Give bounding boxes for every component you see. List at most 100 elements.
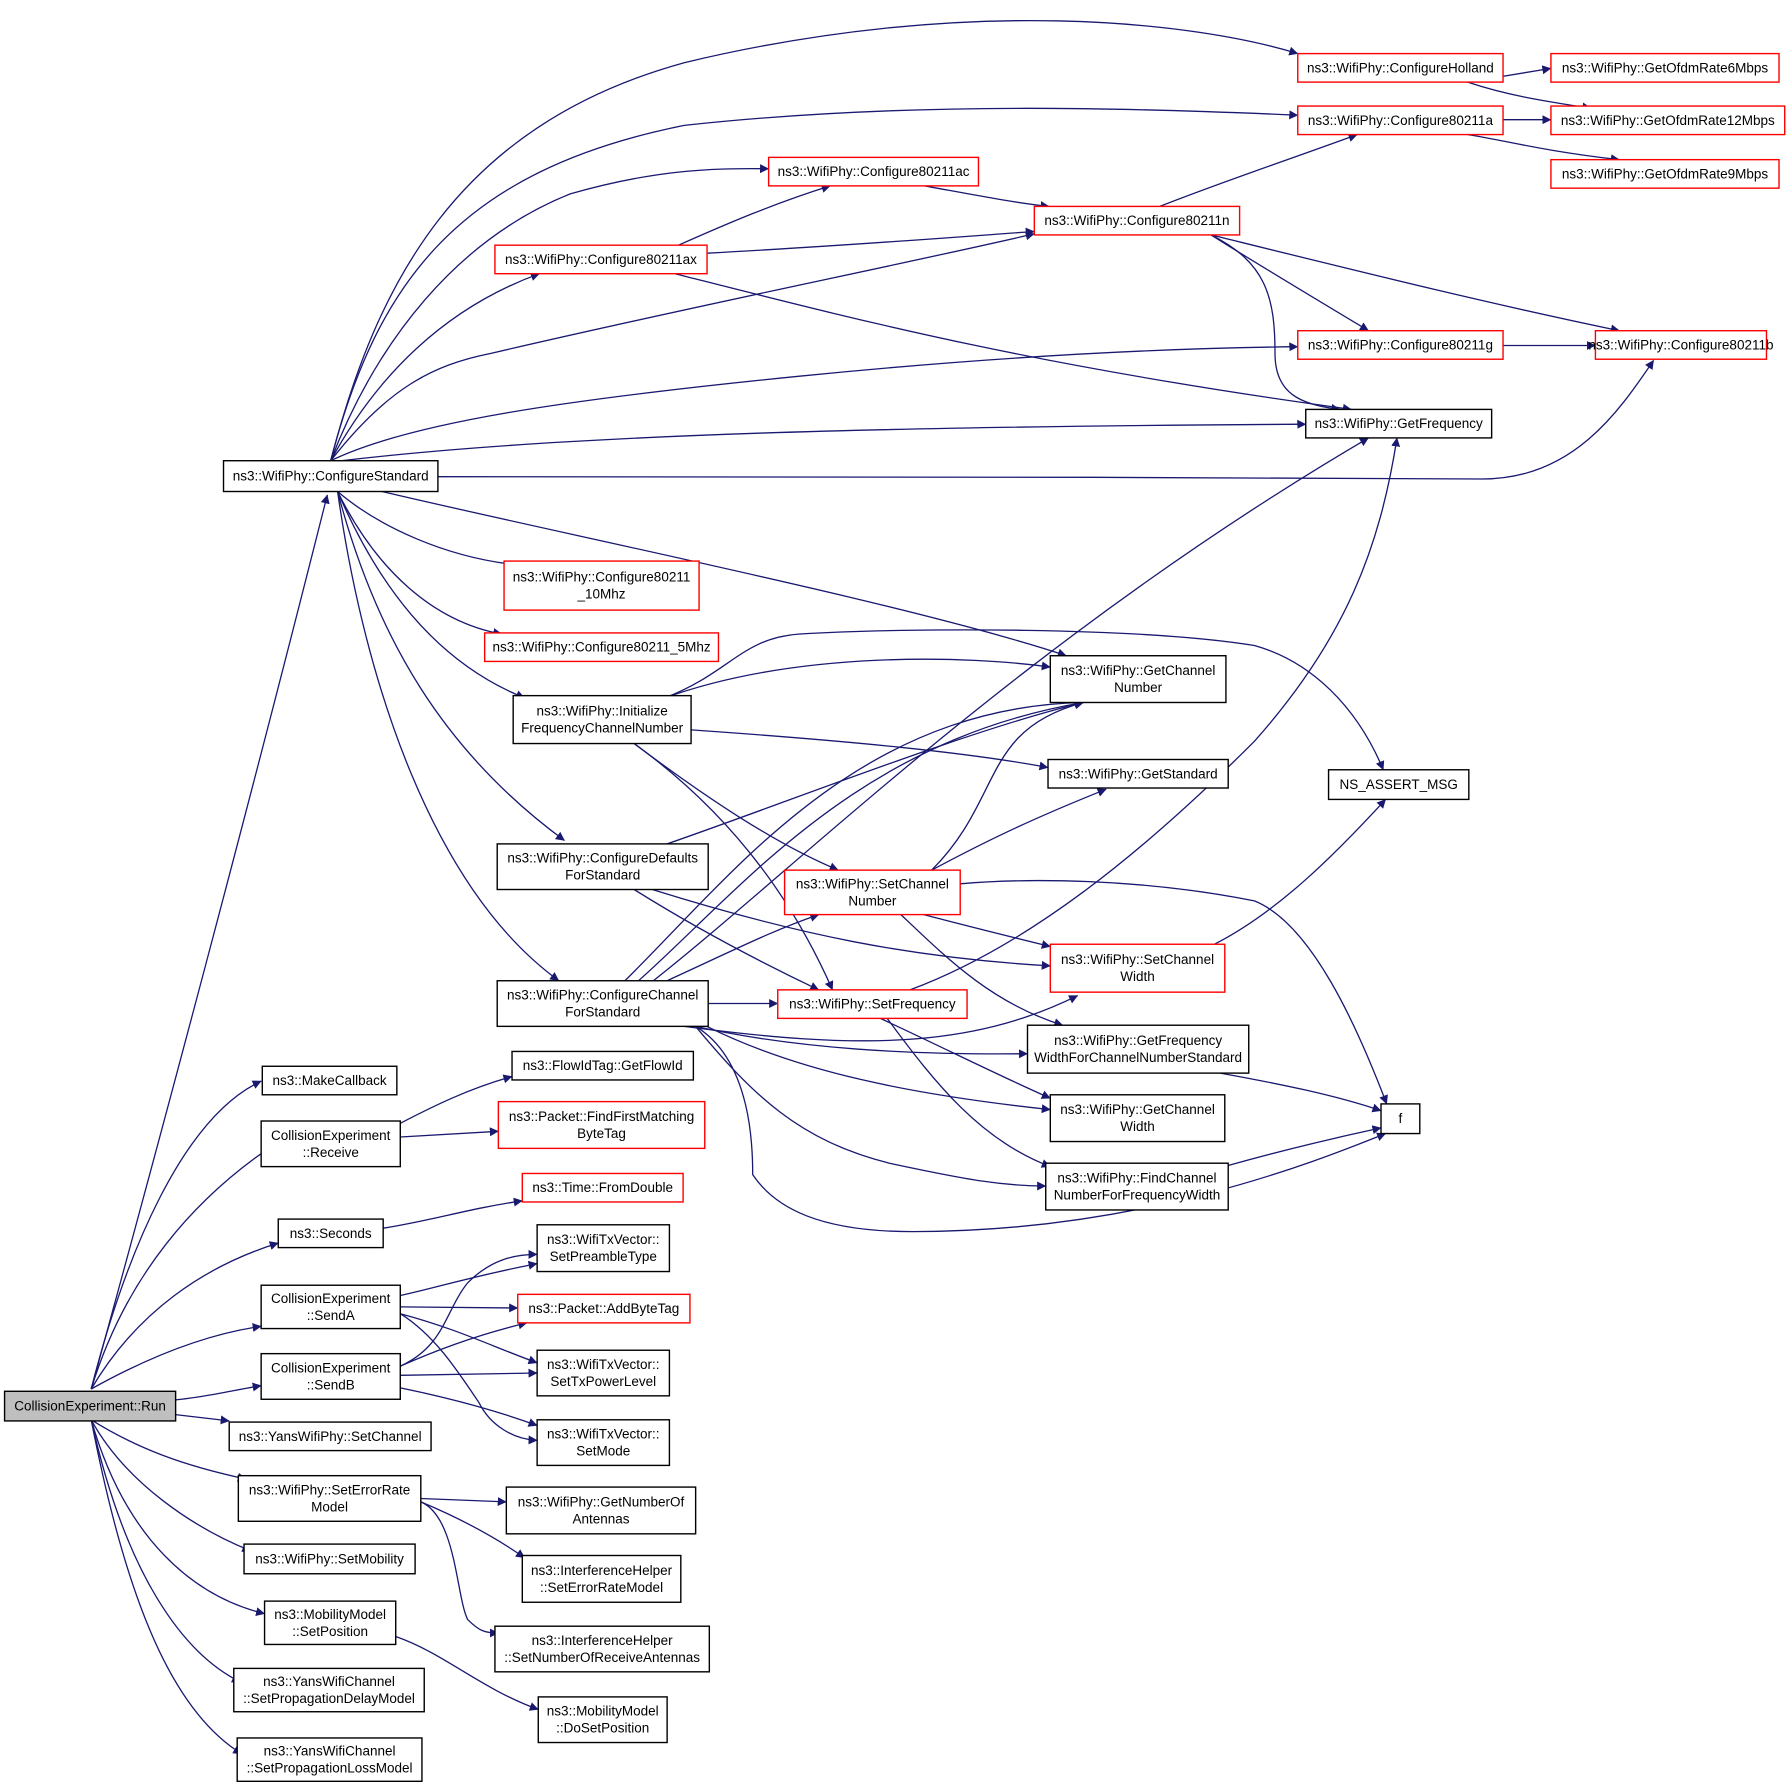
node-label: ::Receive — [303, 1145, 359, 1160]
node-box — [536, 1349, 671, 1397]
call-edge — [652, 437, 1369, 982]
call-edge — [1467, 81, 1592, 112]
node-configure-standard[interactable]: ns3::WifiPhy::ConfigureStandard — [222, 460, 439, 493]
call-edge — [1159, 133, 1358, 208]
call-edge — [666, 913, 820, 982]
node-label: ns3::WifiPhy::Configure80211a — [1308, 113, 1494, 128]
node-box — [537, 1696, 668, 1744]
node-yans-set-channel[interactable]: ns3::YansWifiPhy::SetChannel — [228, 1421, 432, 1452]
call-edge — [923, 913, 1051, 949]
node-get-freq-width[interactable]: ns3::WifiPhy::GetFrequencyWidthForChanne… — [1026, 1024, 1250, 1074]
node-set-mode[interactable]: ns3::WifiTxVector::SetMode — [536, 1419, 671, 1467]
node-cfg5-mhz[interactable]: ns3::WifiPhy::Configure80211_5Mhz — [483, 632, 720, 663]
call-edge — [337, 491, 503, 637]
node-label: ns3::WifiPhy::GetFrequency — [1315, 416, 1483, 431]
nodes: CollisionExperiment::Run ns3::WifiPhy::Co… — [3, 52, 1786, 1782]
node-box — [222, 460, 439, 493]
node-label: f — [1399, 1111, 1403, 1126]
node-add-byte-tag[interactable]: ns3::Packet::AddByteTag — [517, 1293, 691, 1324]
node-find-channel-num[interactable]: ns3::WifiPhy::FindChannelNumberForFreque… — [1045, 1162, 1229, 1211]
node-ih-set-num-rx[interactable]: ns3::InterferenceHelper::SetNumberOfRece… — [494, 1625, 711, 1673]
call-edge — [400, 1074, 513, 1124]
call-edge — [330, 19, 1299, 461]
node-label: ns3::InterferenceHelper — [531, 1563, 673, 1578]
node-set-mobility[interactable]: ns3::WifiPhy::SetMobility — [243, 1543, 416, 1575]
node-box — [1033, 205, 1241, 236]
node-set-error-rate-model[interactable]: ns3::WifiPhy::SetErrorRateModel — [237, 1474, 422, 1522]
node-init-freq-ch[interactable]: ns3::WifiPhy::InitializeFrequencyChannel… — [512, 694, 692, 745]
node-label: ns3::WifiPhy::Configure80211ac — [778, 164, 970, 179]
node-label: ::DoSetPosition — [556, 1721, 649, 1736]
node-label: ns3::WifiPhy::GetOfdmRate9Mbps — [1562, 166, 1769, 181]
node-make-callback[interactable]: ns3::MakeCallback — [261, 1065, 398, 1096]
node-send-a[interactable]: CollisionExperiment::SendA — [260, 1284, 401, 1330]
node-send-b[interactable]: CollisionExperiment::SendB — [260, 1352, 401, 1400]
node-set-frequency[interactable]: ns3::WifiPhy::SetFrequency — [777, 989, 968, 1020]
node-ofdm9[interactable]: ns3::WifiPhy::GetOfdmRate9Mbps — [1550, 158, 1780, 189]
call-edge — [652, 888, 1051, 970]
node-box — [503, 560, 700, 611]
node-set-prop-delay[interactable]: ns3::YansWifiChannel::SetPropagationDela… — [233, 1667, 425, 1713]
node-box — [496, 980, 709, 1028]
node-box — [1594, 330, 1768, 360]
call-edge — [90, 494, 330, 1390]
node-cfg80211ac[interactable]: ns3::WifiPhy::Configure80211ac — [767, 156, 980, 187]
call-edge — [886, 1018, 1051, 1168]
node-cfg-holland[interactable]: ns3::WifiPhy::ConfigureHolland — [1297, 52, 1504, 83]
node-ns-assert[interactable]: NS_ASSERT_MSG — [1327, 769, 1470, 801]
node-flow-id-tag[interactable]: ns3::FlowIdTag::GetFlowId — [511, 1050, 695, 1081]
node-set-tx-power[interactable]: ns3::WifiTxVector::SetTxPowerLevel — [536, 1349, 671, 1397]
node-box — [260, 1352, 401, 1400]
call-edge — [674, 273, 1352, 413]
node-box — [260, 1284, 401, 1330]
node-set-prop-loss[interactable]: ns3::YansWifiChannel::SetPropagationLoss… — [236, 1737, 423, 1782]
call-edge — [90, 1419, 243, 1755]
node-label: ns3::WifiPhy::ConfigureStandard — [233, 469, 429, 484]
node-time-from-double[interactable]: ns3::Time::FromDouble — [521, 1172, 684, 1203]
node-get-standard[interactable]: ns3::WifiPhy::GetStandard — [1047, 758, 1229, 789]
node-box — [767, 156, 980, 187]
node-receive[interactable]: CollisionExperiment::Receive — [260, 1120, 401, 1168]
node-label: CollisionExperiment::Run — [14, 1399, 166, 1414]
node-box — [243, 1543, 416, 1575]
node-seconds[interactable]: ns3::Seconds — [277, 1218, 384, 1249]
node-cfg-defaults[interactable]: ns3::WifiPhy::ConfigureDefaultsForStanda… — [496, 843, 709, 891]
node-mob-set-position[interactable]: ns3::MobilityModel::SetPosition — [263, 1600, 397, 1646]
node-cfg80211ax[interactable]: ns3::WifiPhy::Configure80211ax — [494, 244, 708, 275]
node-label: ns3::WifiPhy::ConfigureDefaults — [507, 851, 698, 866]
node-box — [1380, 1103, 1421, 1135]
node-box — [1049, 655, 1227, 704]
node-ofdm6[interactable]: ns3::WifiPhy::GetOfdmRate6Mbps — [1550, 52, 1780, 83]
node-mob-do-set-position[interactable]: ns3::MobilityModel::DoSetPosition — [537, 1696, 668, 1744]
node-run[interactable]: CollisionExperiment::Run — [3, 1390, 177, 1422]
node-label: SetTxPowerLevel — [550, 1374, 656, 1389]
node-set-preamble[interactable]: ns3::WifiTxVector::SetPreambleType — [536, 1224, 671, 1273]
node-cfg80211a[interactable]: ns3::WifiPhy::Configure80211a — [1297, 105, 1504, 136]
node-box — [1550, 105, 1786, 136]
node-get-frequency[interactable]: ns3::WifiPhy::GetFrequency — [1305, 408, 1493, 439]
call-edge — [399, 1313, 538, 1445]
node-cfg80211n[interactable]: ns3::WifiPhy::Configure80211n — [1033, 205, 1241, 236]
node-box — [261, 1065, 398, 1096]
node-label: ns3::WifiPhy::GetChannel — [1061, 663, 1216, 678]
node-cfg80211b[interactable]: ns3::WifiPhy::Configure80211b — [1588, 330, 1773, 360]
node-ofdm12[interactable]: ns3::WifiPhy::GetOfdmRate12Mbps — [1550, 105, 1786, 136]
node-label: ::SetErrorRateModel — [540, 1580, 663, 1595]
node-cfg80211g[interactable]: ns3::WifiPhy::Configure80211g — [1297, 330, 1504, 360]
node-box — [1049, 943, 1226, 993]
node-label: Antennas — [572, 1511, 629, 1526]
node-box — [1550, 158, 1780, 189]
node-ih-set-error-rate[interactable]: ns3::InterferenceHelper::SetErrorRateMod… — [521, 1554, 682, 1603]
node-label: ForStandard — [565, 1005, 640, 1020]
node-cfg10-mhz[interactable]: ns3::WifiPhy::Configure80211_10Mhz — [503, 560, 700, 611]
node-cfg-channel[interactable]: ns3::WifiPhy::ConfigureChannelForStandar… — [496, 980, 709, 1028]
node-f[interactable]: f — [1380, 1103, 1421, 1135]
node-label: WidthForChannelNumberStandard — [1034, 1050, 1242, 1065]
